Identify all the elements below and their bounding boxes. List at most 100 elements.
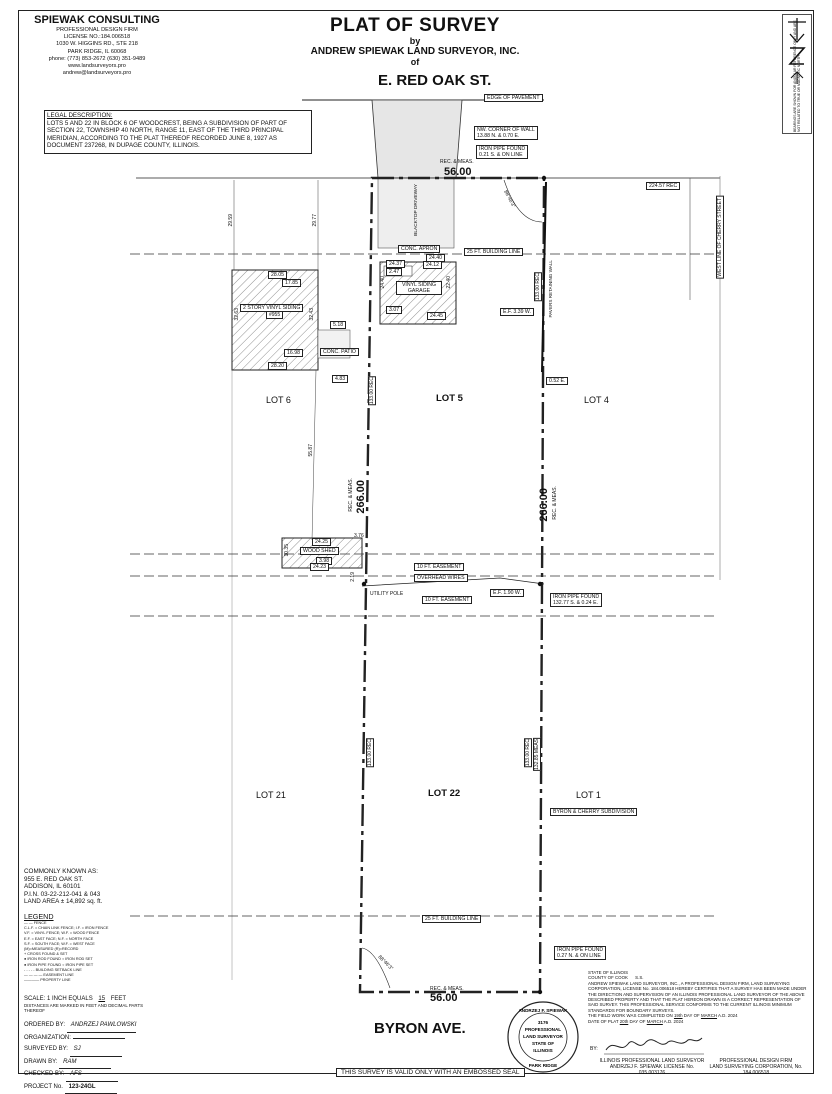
front-rec-meas: REC. & MEAS. xyxy=(440,159,474,165)
side-dim-e: 266.00 xyxy=(538,488,550,522)
legend-heading: LEGEND xyxy=(24,912,108,921)
ordered-value: ANDRZEJ PAWLOWSKI xyxy=(67,1020,137,1033)
garage-dim: 24.12 xyxy=(423,261,442,269)
lot21-label: LOT 21 xyxy=(256,790,286,800)
embossed-seal-notice: THIS SURVEY IS VALID ONLY WITH AN EMBOSS… xyxy=(336,1068,525,1077)
garage-dim: 2.47 xyxy=(386,268,402,276)
surveyed-row: SURVEYED BY: SJ xyxy=(24,1044,136,1057)
house-dim: 4.83 xyxy=(332,375,348,383)
lot6-label: LOT 6 xyxy=(266,395,291,405)
shed-dim: 10.35 xyxy=(284,544,290,557)
house-dim: 16.98 xyxy=(284,349,303,357)
legend-row: V.F. = VINYL FENCE; W.F. = WOOD FENCE xyxy=(24,931,108,936)
ordered-row: ORDERED BY: ANDRZEJ PAWLOWSKI xyxy=(24,1020,136,1033)
seal-bottom: PARK RIDGE xyxy=(529,1063,558,1068)
conc-patio-tag: CONC. PATIO xyxy=(320,348,359,356)
seal-number: 3176 xyxy=(538,1020,549,1025)
drawn-value: RAM xyxy=(59,1057,111,1070)
scale-block: SCALE: 1 INCH EQUALS 15 FEET DISTANCES A… xyxy=(24,996,154,1013)
seal-top: ANDRZEJ F. SPIEWAK xyxy=(518,1008,568,1013)
blacktop-label: BLACKTOP DRIVEWAY xyxy=(414,184,419,236)
legend-row: ———— PROPERTY LINE xyxy=(24,978,108,983)
easement-top-tag: 10 FT. EASEMENT xyxy=(414,563,464,571)
seal-line: STATE OF xyxy=(532,1041,554,1046)
org-row: ORGANIZATION: xyxy=(24,1033,136,1045)
edge-pavement-tag: EDGE OF PAVEMENT xyxy=(484,94,543,102)
side-rec-e: REC. & MEAS. xyxy=(552,486,558,520)
known-city: ADDISON, IL 60101 xyxy=(24,883,102,891)
house-dim: 32.63 xyxy=(234,308,240,321)
drawn-row: DRAWN BY: RAM xyxy=(24,1057,136,1070)
shed-dim: 3.76 xyxy=(354,533,364,539)
surveyor-seal-icon: ANDRZEJ F. SPIEWAK 3176 PROFESSIONAL LAN… xyxy=(506,1000,580,1074)
house-dim: 5.18 xyxy=(330,321,346,329)
scale-value: 15 xyxy=(94,996,109,1002)
license-right-block: PROFESSIONAL DESIGN FIRM LAND SURVEYING … xyxy=(700,1058,812,1076)
cert-state: STATE OF ILLINOIS xyxy=(588,970,628,975)
surveyed-value: SJ xyxy=(70,1044,122,1057)
iron-pipe-marker xyxy=(538,990,542,994)
building-line-top-tag: 25 FT. BUILDING LINE xyxy=(464,248,523,256)
building-line-bottom-tag: 25 FT. BUILDING LINE xyxy=(422,915,481,923)
project-value: 123-24GL xyxy=(65,1082,117,1094)
subdivision-tag: BYRON & CHERRY SUBDIVISION xyxy=(550,808,637,816)
dim-29-59: 29.59 xyxy=(228,214,234,227)
signature-icon xyxy=(604,1032,704,1056)
commonly-known-block: COMMONLY KNOWN AS: 955 E. RED OAK ST. AD… xyxy=(24,868,102,906)
lot22-label: LOT 22 xyxy=(428,788,460,799)
front-dimension: 56.00 xyxy=(444,166,472,178)
side-dim-w: 266.00 xyxy=(355,480,367,514)
iron-pipe-marker xyxy=(542,176,546,180)
house-number: #955 xyxy=(266,311,283,319)
utility-pole-label: UTILITY POLE xyxy=(370,591,403,597)
shed-dim: 24.23 xyxy=(310,563,329,571)
known-address: 955 E. RED OAK ST. xyxy=(24,876,102,884)
dim-224-tag: 224.57 REC xyxy=(646,182,680,190)
dim-55-87: 55.87 xyxy=(308,444,314,457)
rear-dimension: 56.00 xyxy=(430,992,458,1004)
lot1-label: LOT 1 xyxy=(576,790,601,800)
known-heading: COMMONLY KNOWN AS: xyxy=(24,868,102,876)
ef-190-tag: E.F. 1.90 W. xyxy=(490,589,524,597)
seal-line: LAND SURVEYOR xyxy=(523,1034,563,1039)
house-dim: 28.05 xyxy=(268,271,287,279)
cert-plat-row: DATE OF PLAT 20th DAY OF MARCH A.D. 2024 xyxy=(588,1019,810,1024)
garage-dim: 22.40 xyxy=(446,276,452,289)
shed-dim: 24.25 xyxy=(312,538,331,546)
shed-dim: 2.19 xyxy=(350,572,356,582)
known-area: LAND AREA ± 14,892 sq. ft. xyxy=(24,898,102,906)
rec-133-w: 133.00 REC xyxy=(368,376,376,405)
garage-label: VINYL SIDING GARAGE xyxy=(396,281,442,295)
rec-133-sw: 133.00 REC xyxy=(366,738,374,767)
side-rec-w: REC. & MEAS. xyxy=(348,478,354,512)
pavers-wall-label: PAVERS RETAINING WALL xyxy=(548,260,553,318)
rec-133-se: 133.00 REC xyxy=(524,738,532,767)
project-row: PROJECT No. 123-24GL xyxy=(24,1082,136,1094)
garage-dim: 24.37 xyxy=(386,260,405,268)
garage-dim: 24.45 xyxy=(427,312,446,320)
cert-body: ANDREW SPIEWAK LAND SURVEYOR, INC., A PR… xyxy=(588,981,810,1013)
house-dim: 17.85 xyxy=(282,279,301,287)
house-shape xyxy=(232,270,318,370)
house-dim: 28.20 xyxy=(268,362,287,370)
lot4-label: LOT 4 xyxy=(584,395,609,405)
known-pin: P.I.N. 03-22-212-041 & 043 xyxy=(24,891,102,899)
rec-133-ne: 133.00 REC xyxy=(534,272,542,301)
ef-339-tag: E.F. 3.39 W. xyxy=(500,308,534,316)
scale-unit: FEET xyxy=(111,996,126,1002)
house-dim: 32.43 xyxy=(309,308,315,321)
cert-ss: S.S. xyxy=(635,975,643,980)
dim-29-77: 29.77 xyxy=(312,214,318,227)
wood-shed-tag: WOOD SHED xyxy=(300,547,339,555)
scale-note: DISTANCES ARE MARKED IN FEET AND DECIMAL… xyxy=(24,1003,154,1013)
ef-052-tag: 0.52 E. xyxy=(546,377,568,385)
license-line: ANDRZEJ F. SPIEWAK LICENSE No. 035.00317… xyxy=(596,1064,708,1076)
certification-block: STATE OF ILLINOIS COUNTY OF COOK S.S. AN… xyxy=(588,970,810,1024)
license-line: LAND SURVEYING CORPORATION, No. 184.0065… xyxy=(700,1064,812,1076)
street-bottom-label: BYRON AVE. xyxy=(374,1020,466,1037)
